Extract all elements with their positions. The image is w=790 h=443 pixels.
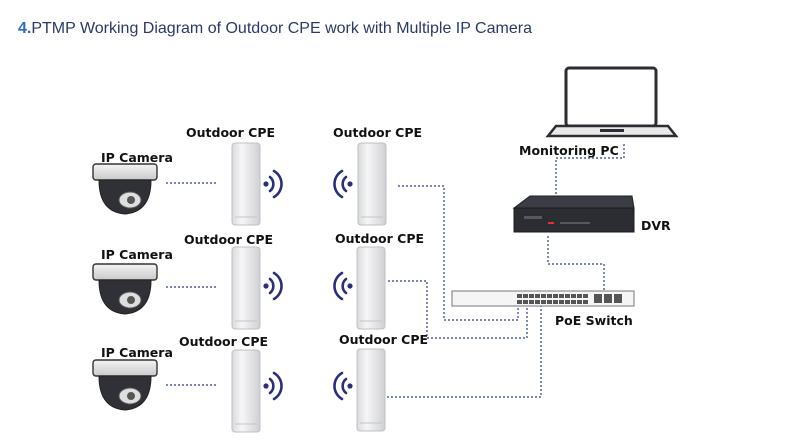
backbone-links bbox=[387, 144, 625, 398]
page-title: 4.PTMP Working Diagram of Outdoor CPE wo… bbox=[18, 20, 532, 38]
outdoor-cpe-right-1 bbox=[357, 142, 387, 226]
ip-camera-1 bbox=[92, 163, 158, 215]
outdoor-cpe-label-3b: Outdoor CPE bbox=[339, 332, 429, 347]
laptop-icon bbox=[545, 66, 679, 138]
title-text: PTMP Working Diagram of Outdoor CPE work… bbox=[31, 20, 532, 37]
outdoor-cpe-label-2a: Outdoor CPE bbox=[184, 232, 274, 247]
outdoor-cpe-label-2b: Outdoor CPE bbox=[335, 231, 425, 246]
wifi-wave-right-icon-2 bbox=[262, 271, 283, 301]
ip-camera-2 bbox=[92, 263, 158, 315]
title-number: 4. bbox=[18, 20, 32, 37]
ip-camera-label-1: IP Camera bbox=[101, 150, 173, 165]
ip-camera-3 bbox=[92, 359, 158, 411]
wifi-wave-left-icon-2 bbox=[333, 271, 354, 301]
dvr-label: DVR bbox=[641, 218, 671, 233]
monitoring-pc-label: Monitoring PC bbox=[519, 143, 619, 158]
ip-camera-label-3: IP Camera bbox=[101, 345, 173, 360]
outdoor-cpe-left-1 bbox=[231, 142, 261, 226]
dvr-icon bbox=[512, 195, 635, 233]
poe-switch-label: PoE Switch bbox=[555, 313, 633, 328]
outdoor-cpe-right-2 bbox=[356, 246, 386, 330]
outdoor-cpe-right-3 bbox=[356, 348, 386, 432]
outdoor-cpe-label-1b: Outdoor CPE bbox=[333, 125, 423, 140]
outdoor-cpe-label-3a: Outdoor CPE bbox=[179, 334, 269, 349]
outdoor-cpe-left-3 bbox=[231, 349, 261, 433]
outdoor-cpe-label-1a: Outdoor CPE bbox=[186, 125, 276, 140]
outdoor-cpe-left-2 bbox=[231, 246, 261, 330]
ip-camera-label-2: IP Camera bbox=[101, 247, 173, 262]
wifi-wave-right-icon-3 bbox=[262, 371, 283, 401]
wifi-wave-left-icon-3 bbox=[333, 371, 354, 401]
wifi-wave-left-icon-1 bbox=[333, 169, 354, 199]
camera-links bbox=[166, 182, 218, 386]
wifi-wave-right-icon-1 bbox=[262, 169, 283, 199]
poe-switch-icon bbox=[451, 290, 635, 307]
